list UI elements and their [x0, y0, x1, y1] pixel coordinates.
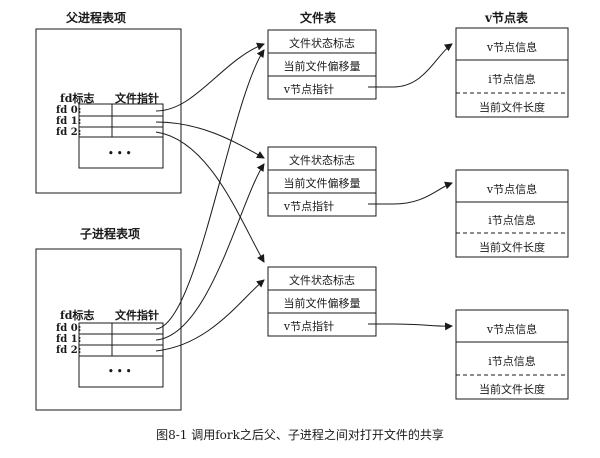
arrow-vptr-3: [368, 322, 453, 331]
arrow-child-fd2: [155, 279, 265, 352]
file1-status-flags: 文件状态标志: [289, 37, 355, 50]
file2-status-flags: 文件状态标志: [289, 154, 355, 167]
child-fd-table: [78, 322, 164, 388]
file3-vnode-pointer: v节点指针: [283, 320, 335, 333]
parent-fd1-label: fd 1:: [56, 116, 82, 127]
parent-process-title: 父进程表项: [66, 11, 127, 25]
parent-fd0-label: fd 0:: [56, 105, 82, 116]
file-table-title: 文件表: [300, 11, 337, 25]
vnode2-file-length: 当前文件长度: [479, 241, 545, 254]
vnode3-vnode-info: v节点信息: [486, 323, 538, 336]
vnode1-vnode-info: v节点信息: [486, 41, 538, 54]
arrow-parent-fd1: [155, 121, 265, 159]
file2-vnode-pointer: v节点指针: [283, 200, 335, 213]
vnode2-vnode-info: v节点信息: [486, 183, 538, 196]
child-ellipsis: • • •: [108, 367, 132, 377]
vnode2-inode-info: i节点信息: [488, 214, 536, 227]
file1-offset: 当前文件偏移量: [283, 60, 361, 73]
file3-offset: 当前文件偏移量: [283, 297, 361, 310]
vnode1-file-length: 当前文件长度: [479, 101, 545, 114]
child-process-box: [35, 248, 182, 411]
file-table-entry-1: [267, 29, 377, 100]
parent-fd-table: [78, 103, 164, 169]
vnode-entry-1: [455, 27, 569, 118]
child-fd0-label: fd 0:: [56, 323, 82, 334]
parent-fd-flags-header: fd标志: [60, 92, 95, 105]
vnode-entry-2: [455, 169, 569, 258]
parent-fd2-label: fd 2:: [56, 127, 82, 138]
figure-caption: 图8-1 调用fork之后父、子进程之间对打开文件的共享: [156, 428, 444, 442]
arrow-child-fd0: [155, 49, 265, 330]
vnode1-inode-info: i节点信息: [488, 73, 536, 86]
file3-status-flags: 文件状态标志: [289, 274, 355, 287]
vnode3-inode-info: i节点信息: [488, 355, 536, 368]
child-fd2-label: fd 2:: [56, 345, 82, 356]
arrow-child-fd1: [155, 163, 265, 341]
child-fd1-label: fd 1:: [56, 334, 82, 345]
arrow-parent-fd0: [155, 42, 265, 112]
arrow-parent-fd2: [155, 131, 265, 263]
file-table-entry-3: [267, 266, 377, 337]
vnode3-file-length: 当前文件长度: [479, 383, 545, 396]
vnode-entry-3: [455, 309, 569, 400]
file-table-entry-2: [267, 146, 377, 217]
child-fd-flags-header: fd标志: [60, 309, 95, 322]
parent-ellipsis: • • •: [108, 149, 132, 159]
parent-file-pointer-header: 文件指针: [115, 92, 159, 105]
vnode-table-title: v节点表: [485, 11, 528, 25]
arrow-vptr-1: [368, 43, 453, 88]
file1-vnode-pointer: v节点指针: [283, 83, 335, 96]
arrow-vptr-2: [368, 181, 453, 205]
parent-process-box: [35, 28, 182, 194]
child-process-title: 子进程表项: [80, 227, 141, 241]
child-file-pointer-header: 文件指针: [115, 309, 159, 322]
file2-offset: 当前文件偏移量: [283, 177, 361, 190]
